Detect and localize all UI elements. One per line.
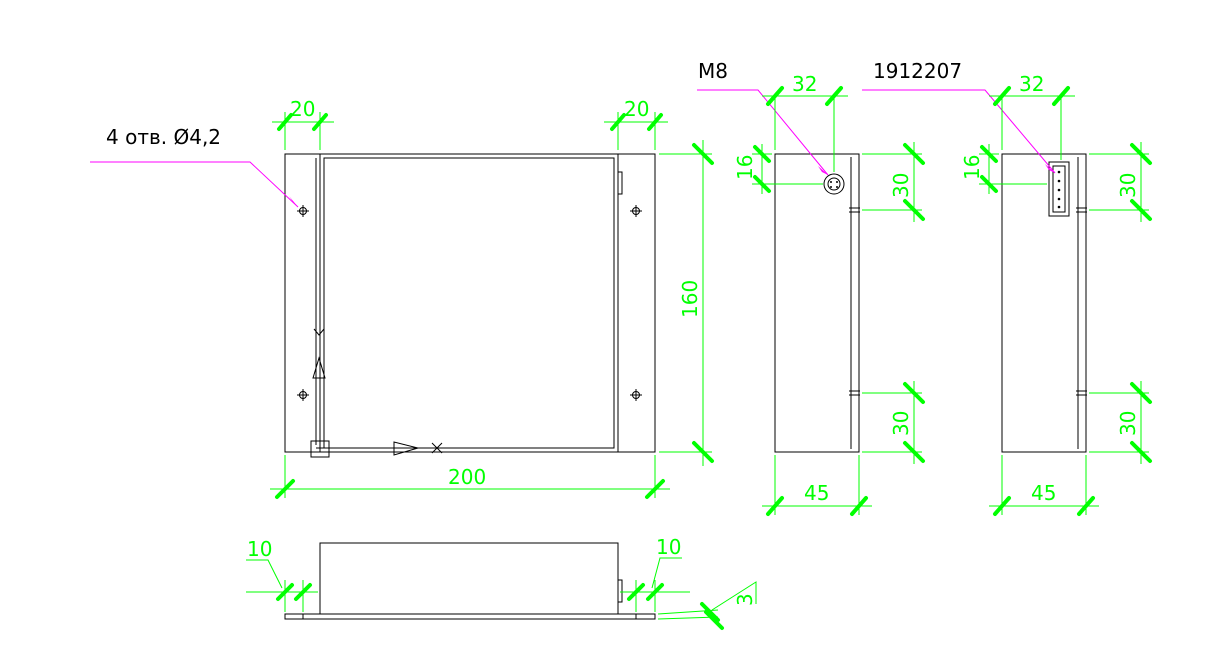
dim-m8-depth: 45: [762, 455, 872, 516]
1912207-top-slot-label: 30: [1116, 173, 1140, 198]
bottom-base-plate: [284, 613, 656, 620]
1912207-height-label: 16: [960, 155, 984, 180]
leader-arrow-icon: [818, 166, 828, 175]
hole-note: 4 отв. Ø4,2: [106, 125, 221, 149]
plate-thickness-label: 3: [733, 593, 757, 606]
1912207-bottom-slot-label: 30: [1116, 411, 1140, 436]
up-arrow-icon: [312, 356, 326, 379]
dim-1912207-bottom-slot: 30: [1089, 381, 1152, 464]
m8-bottom-slot-label: 30: [889, 411, 913, 436]
m8-connector-icon: [823, 173, 845, 195]
height-label: 160: [678, 280, 702, 318]
1912207-depth-label: 45: [1031, 481, 1056, 505]
leader-arrow-icon: [1045, 164, 1055, 173]
bottom-right-latch: [617, 579, 623, 603]
m8-leader: [697, 89, 829, 176]
right-arrow-icon: [393, 441, 420, 456]
dim-1912207-height: 16: [960, 144, 1047, 194]
m8-offset-label: 32: [792, 72, 817, 96]
1912207-leader: [862, 89, 1056, 174]
dim-m8-offset: 32: [762, 72, 848, 172]
cross-mark-icon: [431, 442, 443, 454]
m8-connector-label: M8: [698, 59, 728, 83]
mounting-hole: [297, 389, 309, 401]
dim-1912207-offset: 32: [989, 72, 1075, 160]
front-right-latch: [617, 171, 623, 195]
bottom-body: [319, 542, 619, 615]
1912207-connector-label: 1912207: [873, 59, 962, 83]
side-view-1912207: 1912207 32 16 30: [862, 59, 1152, 516]
dim-height: 160: [659, 140, 714, 466]
m8-top-slot-label: 30: [889, 173, 913, 198]
front-panel-inner: [323, 157, 615, 449]
front-view-outline: [284, 153, 656, 453]
left-flange-label: 20: [290, 97, 315, 121]
front-view: 4 отв. Ø4,2 20 20 200: [90, 97, 714, 499]
bottom-left-flange-label: 10: [247, 537, 272, 561]
dim-1912207-top-slot: 30: [1089, 142, 1152, 222]
mounting-hole: [297, 205, 309, 217]
dim-left-flange: 20: [272, 97, 334, 150]
terminal-block-connector-icon: [1048, 161, 1070, 217]
flow-chevron-icon: [313, 328, 325, 336]
dim-m8-bottom-slot: 30: [862, 381, 925, 464]
dim-bottom-left-flange: 10: [246, 537, 318, 612]
1912207-offset-label: 32: [1019, 72, 1044, 96]
mounting-hole: [630, 205, 642, 217]
hole-note-leader: [90, 161, 299, 208]
dim-right-flange: 20: [604, 97, 668, 150]
side-m8-outline: [774, 153, 860, 453]
m8-depth-label: 45: [804, 481, 829, 505]
width-label: 200: [448, 465, 486, 489]
mounting-hole: [630, 389, 642, 401]
dim-plate-thickness: 3: [657, 581, 757, 630]
side-1912207-outline: [1001, 153, 1087, 453]
right-flange-label: 20: [624, 97, 649, 121]
dim-1912207-depth: 45: [989, 455, 1099, 516]
side-view-m8: M8 32 16 30: [697, 59, 925, 516]
dim-width: 200: [270, 455, 670, 499]
dim-m8-top-slot: 30: [862, 142, 925, 222]
dim-m8-height: 16: [733, 144, 823, 194]
dim-bottom-right-flange: 10: [620, 535, 690, 612]
bottom-right-flange-label: 10: [656, 535, 681, 559]
m8-height-label: 16: [733, 155, 757, 180]
bottom-view: 10 10 3: [246, 535, 757, 630]
leader-arrow-icon: [289, 196, 298, 207]
junction-box-icon: [310, 440, 330, 458]
